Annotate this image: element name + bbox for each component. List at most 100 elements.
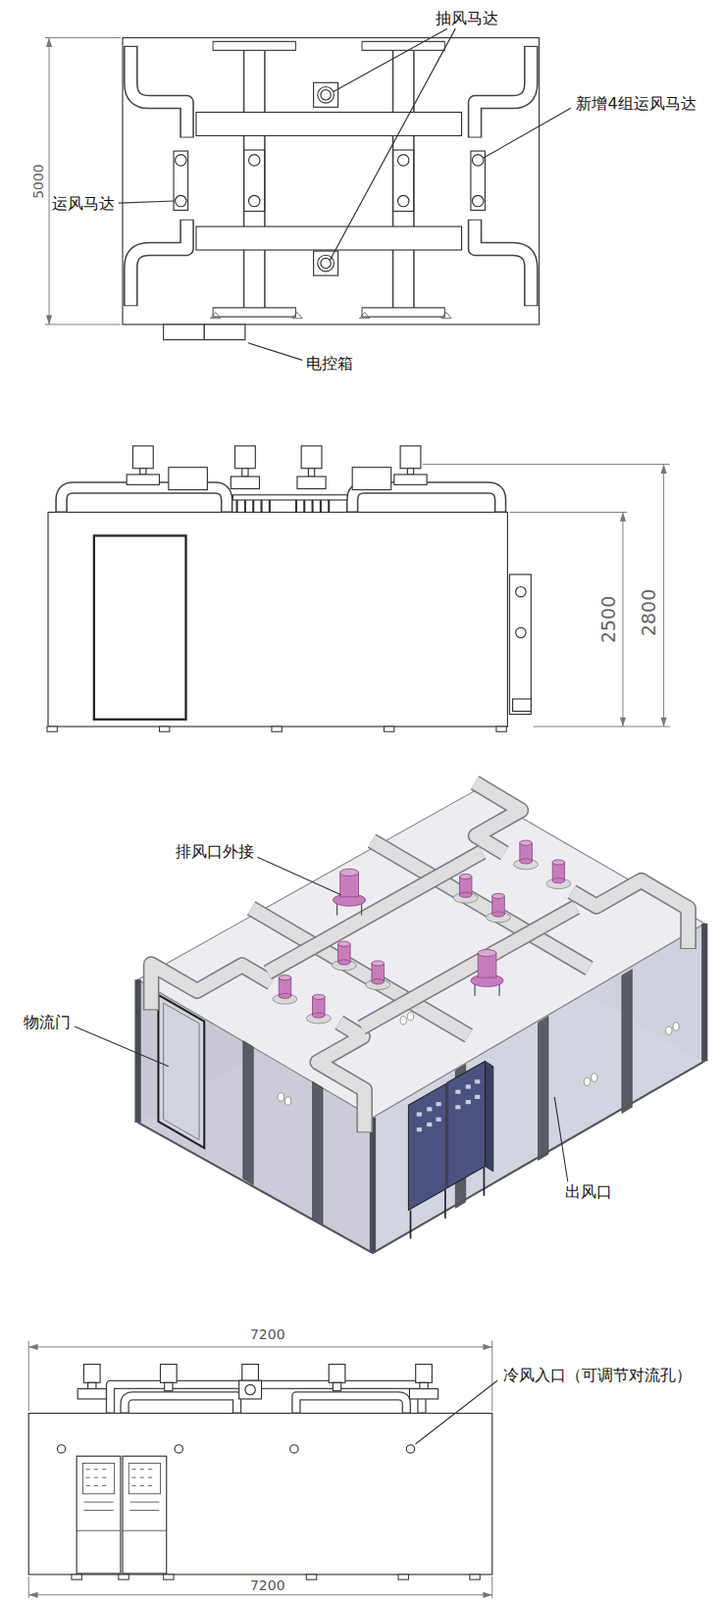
top-view-part <box>397 195 409 206</box>
top-view-part <box>313 82 339 107</box>
side-view-part <box>126 474 159 485</box>
top-view-part <box>332 28 448 93</box>
isometric-view-part <box>284 1097 291 1106</box>
top-view-part <box>471 195 483 206</box>
front-view-part <box>406 1445 414 1454</box>
top-view-part <box>130 46 531 307</box>
side-view-part <box>132 446 154 469</box>
side-view-part <box>232 495 348 501</box>
isometric-view-part <box>163 1003 200 1140</box>
isometric-view-part <box>465 1084 471 1089</box>
isometric-view-part <box>486 893 512 924</box>
top-view-part <box>122 38 540 325</box>
front-view-part <box>491 1341 493 1413</box>
top-view-part <box>204 324 246 341</box>
front-view-part <box>28 1341 30 1413</box>
callout-label: 抽风马达 <box>434 9 500 28</box>
dimension-value: 5000 <box>29 162 46 201</box>
side-view <box>47 446 670 732</box>
isometric-view-part <box>474 1095 480 1100</box>
top-view-part <box>471 154 483 166</box>
dimension-value: 2500 <box>599 595 621 645</box>
top-view-part <box>320 257 331 268</box>
side-view-part <box>47 726 57 732</box>
front-view-part <box>122 1456 167 1575</box>
isometric-view-part <box>470 949 504 996</box>
side-view-part <box>140 468 147 475</box>
front-view-part <box>77 1390 106 1400</box>
top-view-part <box>329 28 456 260</box>
isometric-view-part <box>251 841 590 1037</box>
side-view-part <box>237 500 330 513</box>
front-view-part <box>239 1381 262 1400</box>
front-view-part <box>124 1396 407 1414</box>
symbol-group <box>56 1365 438 1575</box>
callout-label: 新增4组运风马达 <box>574 95 697 113</box>
isometric-view <box>74 782 705 1254</box>
side-view-part <box>496 726 507 732</box>
isometric-view-part <box>583 1078 590 1086</box>
isometric-view-part <box>411 1168 485 1240</box>
callout-label: 物流门 <box>22 1014 72 1032</box>
top-view-part <box>49 38 51 325</box>
symbol-group <box>76 1464 167 1533</box>
front-view-part <box>415 1365 433 1385</box>
front-view-part <box>469 1575 480 1581</box>
side-view-part <box>515 586 526 597</box>
callout-label: 运风马达 <box>51 195 116 213</box>
isometric-view-part <box>267 852 576 1029</box>
side-view-part <box>663 464 665 727</box>
top-view-part <box>173 151 189 210</box>
top-view-part <box>196 111 463 136</box>
isometric-view-part <box>272 976 298 1006</box>
side-view-part <box>383 726 394 732</box>
front-view-part <box>306 1575 316 1581</box>
callout-label: 冷风入口（可调节对流孔） <box>502 1367 693 1386</box>
side-view-part <box>532 726 670 728</box>
dimension-value: 2800 <box>638 587 661 637</box>
side-view-part <box>515 627 526 638</box>
isometric-view-part <box>267 852 576 1029</box>
isometric-view-part <box>257 857 341 896</box>
isometric-view-part <box>416 1112 422 1117</box>
top-view-part <box>254 46 404 312</box>
front-view-part <box>332 1383 341 1391</box>
top-view-part <box>212 46 446 313</box>
isometric-view-part <box>546 860 571 890</box>
isometric-view-part <box>400 1017 407 1026</box>
front-view-part <box>160 1365 178 1385</box>
top-view-part <box>244 150 265 211</box>
top-view-part <box>470 151 486 210</box>
front-view-part <box>328 1365 346 1385</box>
top-view-part <box>45 323 121 325</box>
front-view-part <box>56 1445 65 1454</box>
isometric-view-part <box>455 1105 461 1110</box>
side-view-part <box>234 446 256 469</box>
isometric-view-part <box>306 994 331 1025</box>
isometric-view-part <box>426 1123 432 1128</box>
front-view-part <box>110 1385 422 1413</box>
symbol-group <box>47 726 507 732</box>
isometric-view-part <box>312 1081 323 1227</box>
isometric-view-part <box>251 841 590 1037</box>
front-view-part <box>83 1365 101 1385</box>
front-view-part <box>290 1445 299 1454</box>
dimension-value: 7200 <box>249 1327 287 1343</box>
front-view-part <box>82 1464 114 1495</box>
isometric-view-part <box>666 1027 672 1035</box>
front-view-part <box>86 1470 154 1488</box>
side-view-part <box>308 468 314 477</box>
front-view-part <box>28 1346 493 1348</box>
front-view-part <box>415 1381 498 1445</box>
isometric-view-part <box>455 1090 461 1095</box>
side-view-part <box>619 464 668 727</box>
isometric-view-part <box>465 1100 471 1105</box>
isometric-view-part <box>474 1080 480 1084</box>
callout-label: 出风口 <box>564 1184 614 1202</box>
side-view-part <box>61 488 502 513</box>
top-view-part <box>313 251 339 276</box>
isometric-view-part <box>408 1083 447 1211</box>
front-view-part <box>110 1385 422 1414</box>
side-view-part <box>158 726 169 732</box>
side-view-part <box>301 446 322 469</box>
